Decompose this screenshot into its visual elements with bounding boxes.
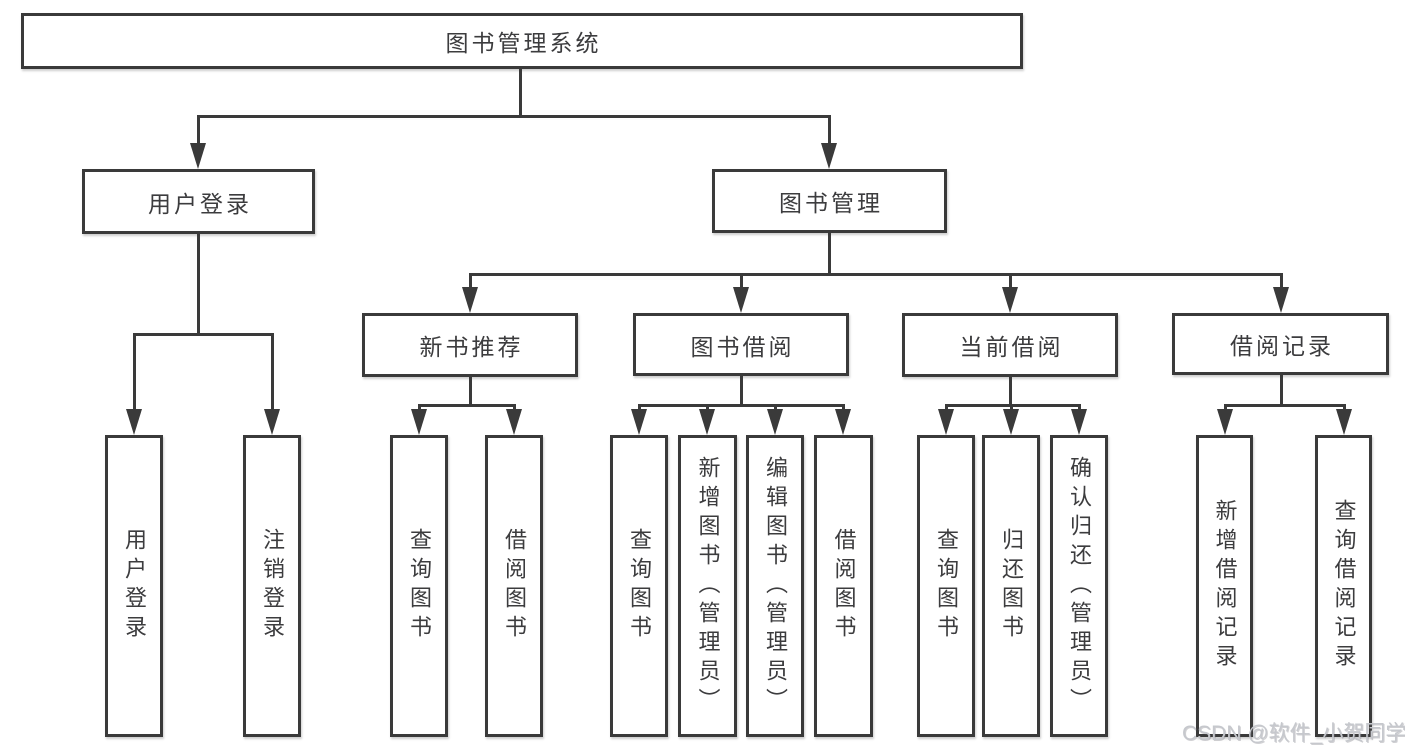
connector-line	[519, 69, 522, 117]
connector-line	[638, 404, 641, 409]
connector-line	[706, 404, 709, 409]
connector-line	[418, 404, 421, 409]
arrow-down-icon	[631, 409, 647, 435]
arrow-down-icon	[264, 409, 280, 435]
connector-line	[418, 404, 516, 407]
arrow-down-icon	[1003, 409, 1019, 435]
connector-line	[740, 273, 743, 287]
node-current-borrow: 当前借阅	[902, 313, 1118, 377]
arrow-down-icon	[1273, 287, 1289, 313]
connector-line	[828, 233, 831, 275]
leaf-confirm-return-admin: 确认归还（管理员）	[1050, 435, 1108, 737]
arrow-down-icon	[767, 409, 783, 435]
leaf-query-books-1: 查询图书	[390, 435, 448, 737]
connector-line	[828, 115, 831, 143]
arrow-down-icon	[699, 409, 715, 435]
connector-line	[1078, 404, 1081, 409]
leaf-borrow-books-1: 借阅图书	[485, 435, 543, 737]
arrow-down-icon	[1071, 409, 1087, 435]
connector-line	[842, 404, 845, 409]
connector-line	[1010, 404, 1013, 409]
leaf-logout: 注销登录	[243, 435, 301, 737]
connector-line	[1280, 273, 1283, 287]
connector-line	[1280, 375, 1283, 406]
csdn-watermark: CSDN @软件_小贺同学	[1182, 722, 1405, 745]
connector-line	[1343, 404, 1346, 409]
arrow-down-icon	[411, 409, 427, 435]
connector-line	[945, 404, 948, 409]
arrow-down-icon	[190, 143, 206, 169]
node-new-book-recommend: 新书推荐	[362, 313, 578, 377]
leaf-query-books-3: 查询图书	[917, 435, 975, 737]
connector-line	[774, 404, 777, 409]
node-book-management: 图书管理	[712, 169, 947, 233]
connector-line	[197, 234, 200, 335]
arrow-down-icon	[1217, 409, 1233, 435]
leaf-borrow-books-2: 借阅图书	[814, 435, 873, 737]
connector-line	[1009, 377, 1012, 406]
leaf-query-borrow-record: 查询借阅记录	[1315, 435, 1372, 737]
connector-line	[740, 376, 743, 406]
connector-line	[197, 115, 200, 143]
connector-line	[1224, 404, 1346, 407]
node-root: 图书管理系统	[21, 13, 1023, 69]
connector-line	[469, 273, 1282, 276]
connector-line	[133, 333, 274, 336]
connector-line	[1224, 404, 1227, 409]
node-user-login: 用户登录	[82, 169, 315, 234]
arrow-down-icon	[1336, 409, 1352, 435]
arrow-down-icon	[835, 409, 851, 435]
connector-line	[469, 377, 472, 406]
leaf-return-book: 归还图书	[982, 435, 1040, 737]
arrow-down-icon	[1002, 287, 1018, 313]
arrow-down-icon	[733, 287, 749, 313]
connector-line	[638, 404, 844, 407]
node-borrow-records: 借阅记录	[1172, 313, 1389, 375]
arrow-down-icon	[506, 409, 522, 435]
arrow-down-icon	[462, 287, 478, 313]
connector-line	[271, 333, 274, 409]
connector-line	[513, 404, 516, 409]
arrow-down-icon	[126, 409, 142, 435]
arrow-down-icon	[938, 409, 954, 435]
connector-line	[469, 273, 472, 287]
connector-line	[197, 115, 831, 118]
leaf-edit-book-admin: 编辑图书（管理员）	[746, 435, 804, 737]
connector-line	[1009, 273, 1012, 287]
leaf-add-book-admin: 新增图书（管理员）	[678, 435, 737, 737]
leaf-query-books-2: 查询图书	[610, 435, 668, 737]
leaf-add-borrow-record: 新增借阅记录	[1196, 435, 1253, 737]
node-book-borrow: 图书借阅	[633, 313, 849, 376]
connector-line	[133, 333, 136, 409]
arrow-down-icon	[821, 143, 837, 169]
leaf-user-login: 用户登录	[105, 435, 163, 737]
